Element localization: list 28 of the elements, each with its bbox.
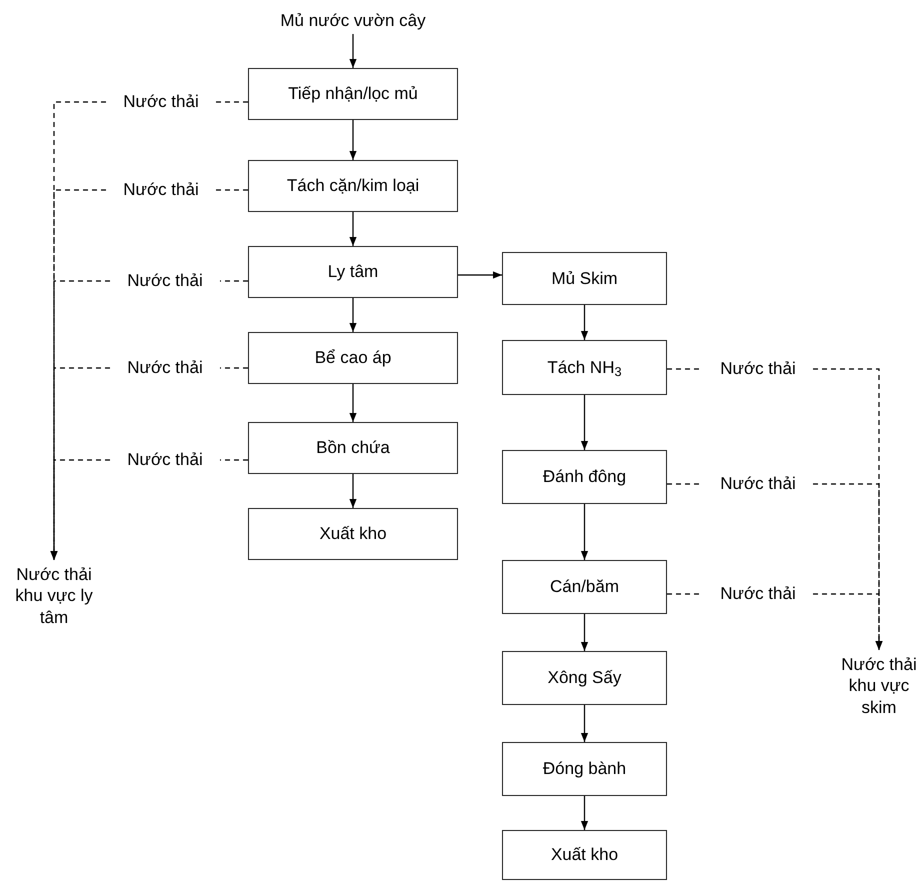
arrow xyxy=(349,120,357,160)
dashed-arrow xyxy=(50,459,110,560)
process-box: Tách cặn/kim loại xyxy=(248,160,458,212)
process-box: Bể cao áp xyxy=(248,332,458,384)
process-box: Ly tâm xyxy=(248,246,458,298)
process-box: Xông Sấy xyxy=(502,651,667,705)
process-box: Bồn chứa xyxy=(248,422,458,474)
arrow xyxy=(349,212,357,246)
process-box: Xuất kho xyxy=(502,830,667,880)
process-box: Mủ Skim xyxy=(502,252,667,305)
arrow xyxy=(349,298,357,332)
process-box: Cán/băm xyxy=(502,560,667,614)
arrow xyxy=(458,271,502,279)
arrow xyxy=(349,384,357,422)
process-box: Đánh đông xyxy=(502,450,667,504)
process-box: Đóng bành xyxy=(502,742,667,796)
arrow xyxy=(580,305,588,340)
arrow xyxy=(580,705,588,742)
process-box: Tách NH$_{3}$ xyxy=(502,340,667,395)
arrow xyxy=(349,474,357,508)
arrow xyxy=(580,395,588,450)
process-box: Xuất kho xyxy=(248,508,458,560)
process-box: Tiếp nhận/lọc mủ xyxy=(248,68,458,120)
arrow xyxy=(580,796,588,830)
arrow xyxy=(349,34,357,68)
arrow xyxy=(580,614,588,651)
arrow xyxy=(580,504,588,560)
dashed-arrow xyxy=(813,593,883,650)
